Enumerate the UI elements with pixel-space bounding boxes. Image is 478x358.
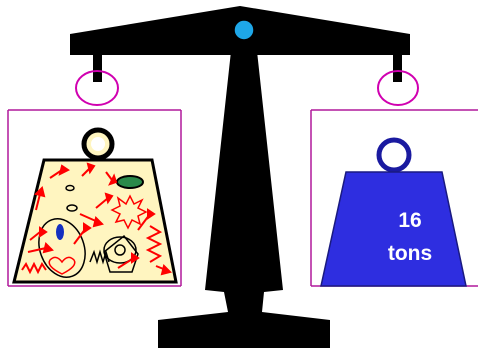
- left-hanger: [75, 52, 119, 106]
- scale-column: [158, 38, 330, 348]
- right-hanger: [377, 52, 419, 106]
- left-pan: [7, 109, 182, 287]
- iron-weight-icon: 16 tons: [320, 137, 467, 287]
- weight-label-unit: tons: [388, 242, 432, 265]
- weight-label-number: 16: [398, 209, 421, 232]
- scribbled-sack-weight-icon: [12, 127, 178, 284]
- pivot-knob: [233, 19, 255, 41]
